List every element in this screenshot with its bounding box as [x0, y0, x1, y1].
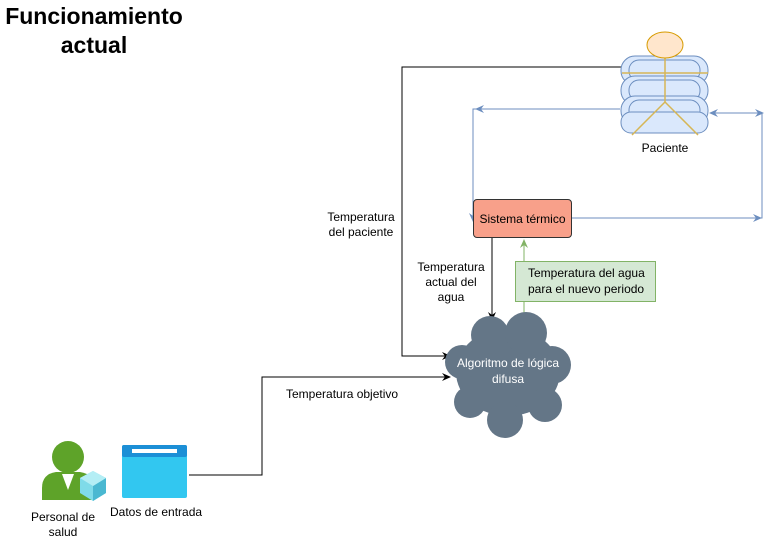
health-staff-icon	[42, 441, 106, 501]
diagram-title: Funcionamiento actual	[5, 3, 183, 58]
input-data-label: Datos de entrada	[110, 505, 203, 519]
current-water-temp-label: Temperatura actual del agua	[417, 260, 485, 304]
input-form-icon	[122, 445, 187, 498]
thermal-system-box[interactable]: Sistema térmico	[473, 199, 572, 238]
edge-patient-to-algorithm	[401, 66, 665, 360]
thermal-system-label: Sistema térmico	[479, 211, 566, 226]
new-water-temp-label: Temperatura del agua para el nuevo perio…	[528, 266, 645, 296]
patient-icon	[620, 31, 709, 136]
edge-input-to-algorithm	[189, 373, 451, 476]
new-water-temp-note: Temperatura del agua para el nuevo perio…	[515, 261, 656, 302]
health-staff-label: Personal de salud	[30, 510, 96, 539]
algorithm-label: Algoritmo de lógica difusa	[456, 356, 560, 386]
patient-label: Paciente	[641, 141, 689, 155]
patient-temp-label: Temperatura del paciente	[327, 210, 395, 239]
algorithm-cloud	[445, 312, 571, 438]
target-temp-label: Temperatura objetivo	[286, 387, 399, 401]
